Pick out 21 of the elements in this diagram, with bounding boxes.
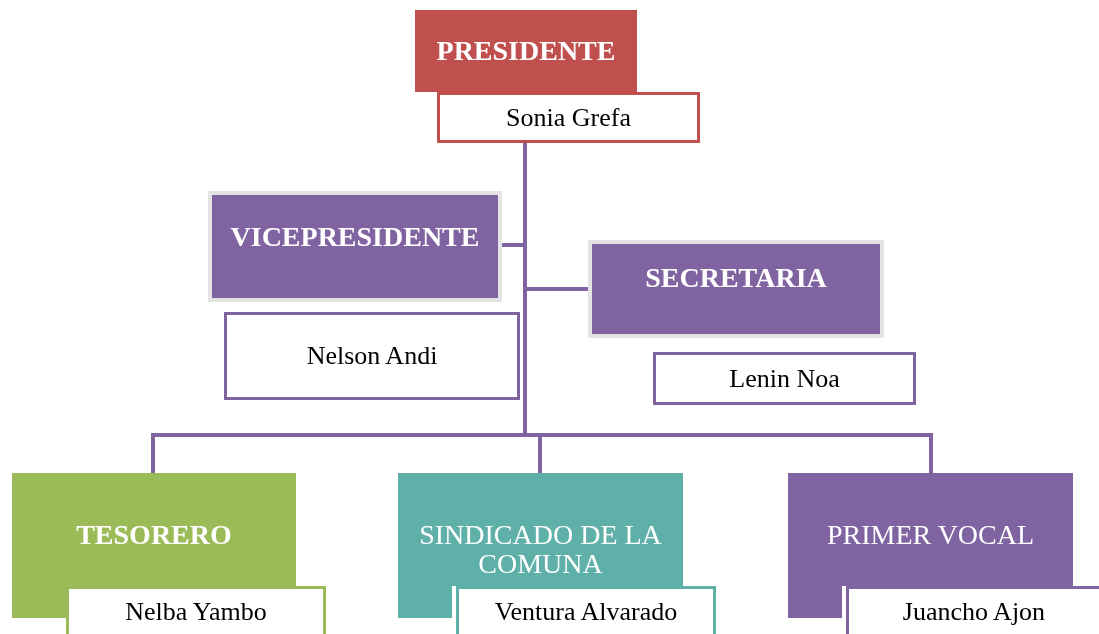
person-name: Nelson Andi bbox=[306, 342, 438, 370]
name-box bbox=[224, 312, 520, 400]
name-box bbox=[437, 92, 700, 143]
position-title: VICEPRESIDENTE bbox=[230, 222, 480, 252]
name-box bbox=[456, 586, 716, 634]
position-title: SECRETARIA bbox=[645, 263, 827, 293]
person-name: Nelba Yambo bbox=[125, 598, 267, 626]
person-name: Ventura Alvarado bbox=[494, 598, 678, 626]
position-title: TESORERO bbox=[76, 520, 232, 550]
position-box bbox=[588, 240, 884, 338]
position-title: SINDICADO DE LA COMUNA bbox=[418, 520, 663, 579]
person-name: Sonia Grefa bbox=[506, 103, 631, 132]
person-name: Lenin Noa bbox=[729, 364, 840, 393]
name-box bbox=[66, 586, 326, 634]
position-box bbox=[415, 10, 637, 92]
position-box bbox=[208, 191, 502, 302]
person-name: Juancho Ajon bbox=[902, 598, 1046, 626]
name-box bbox=[846, 586, 1099, 634]
position-title: PRIMER VOCAL bbox=[826, 520, 1035, 550]
position-title: PRESIDENTE bbox=[436, 36, 616, 66]
name-box bbox=[653, 352, 916, 405]
